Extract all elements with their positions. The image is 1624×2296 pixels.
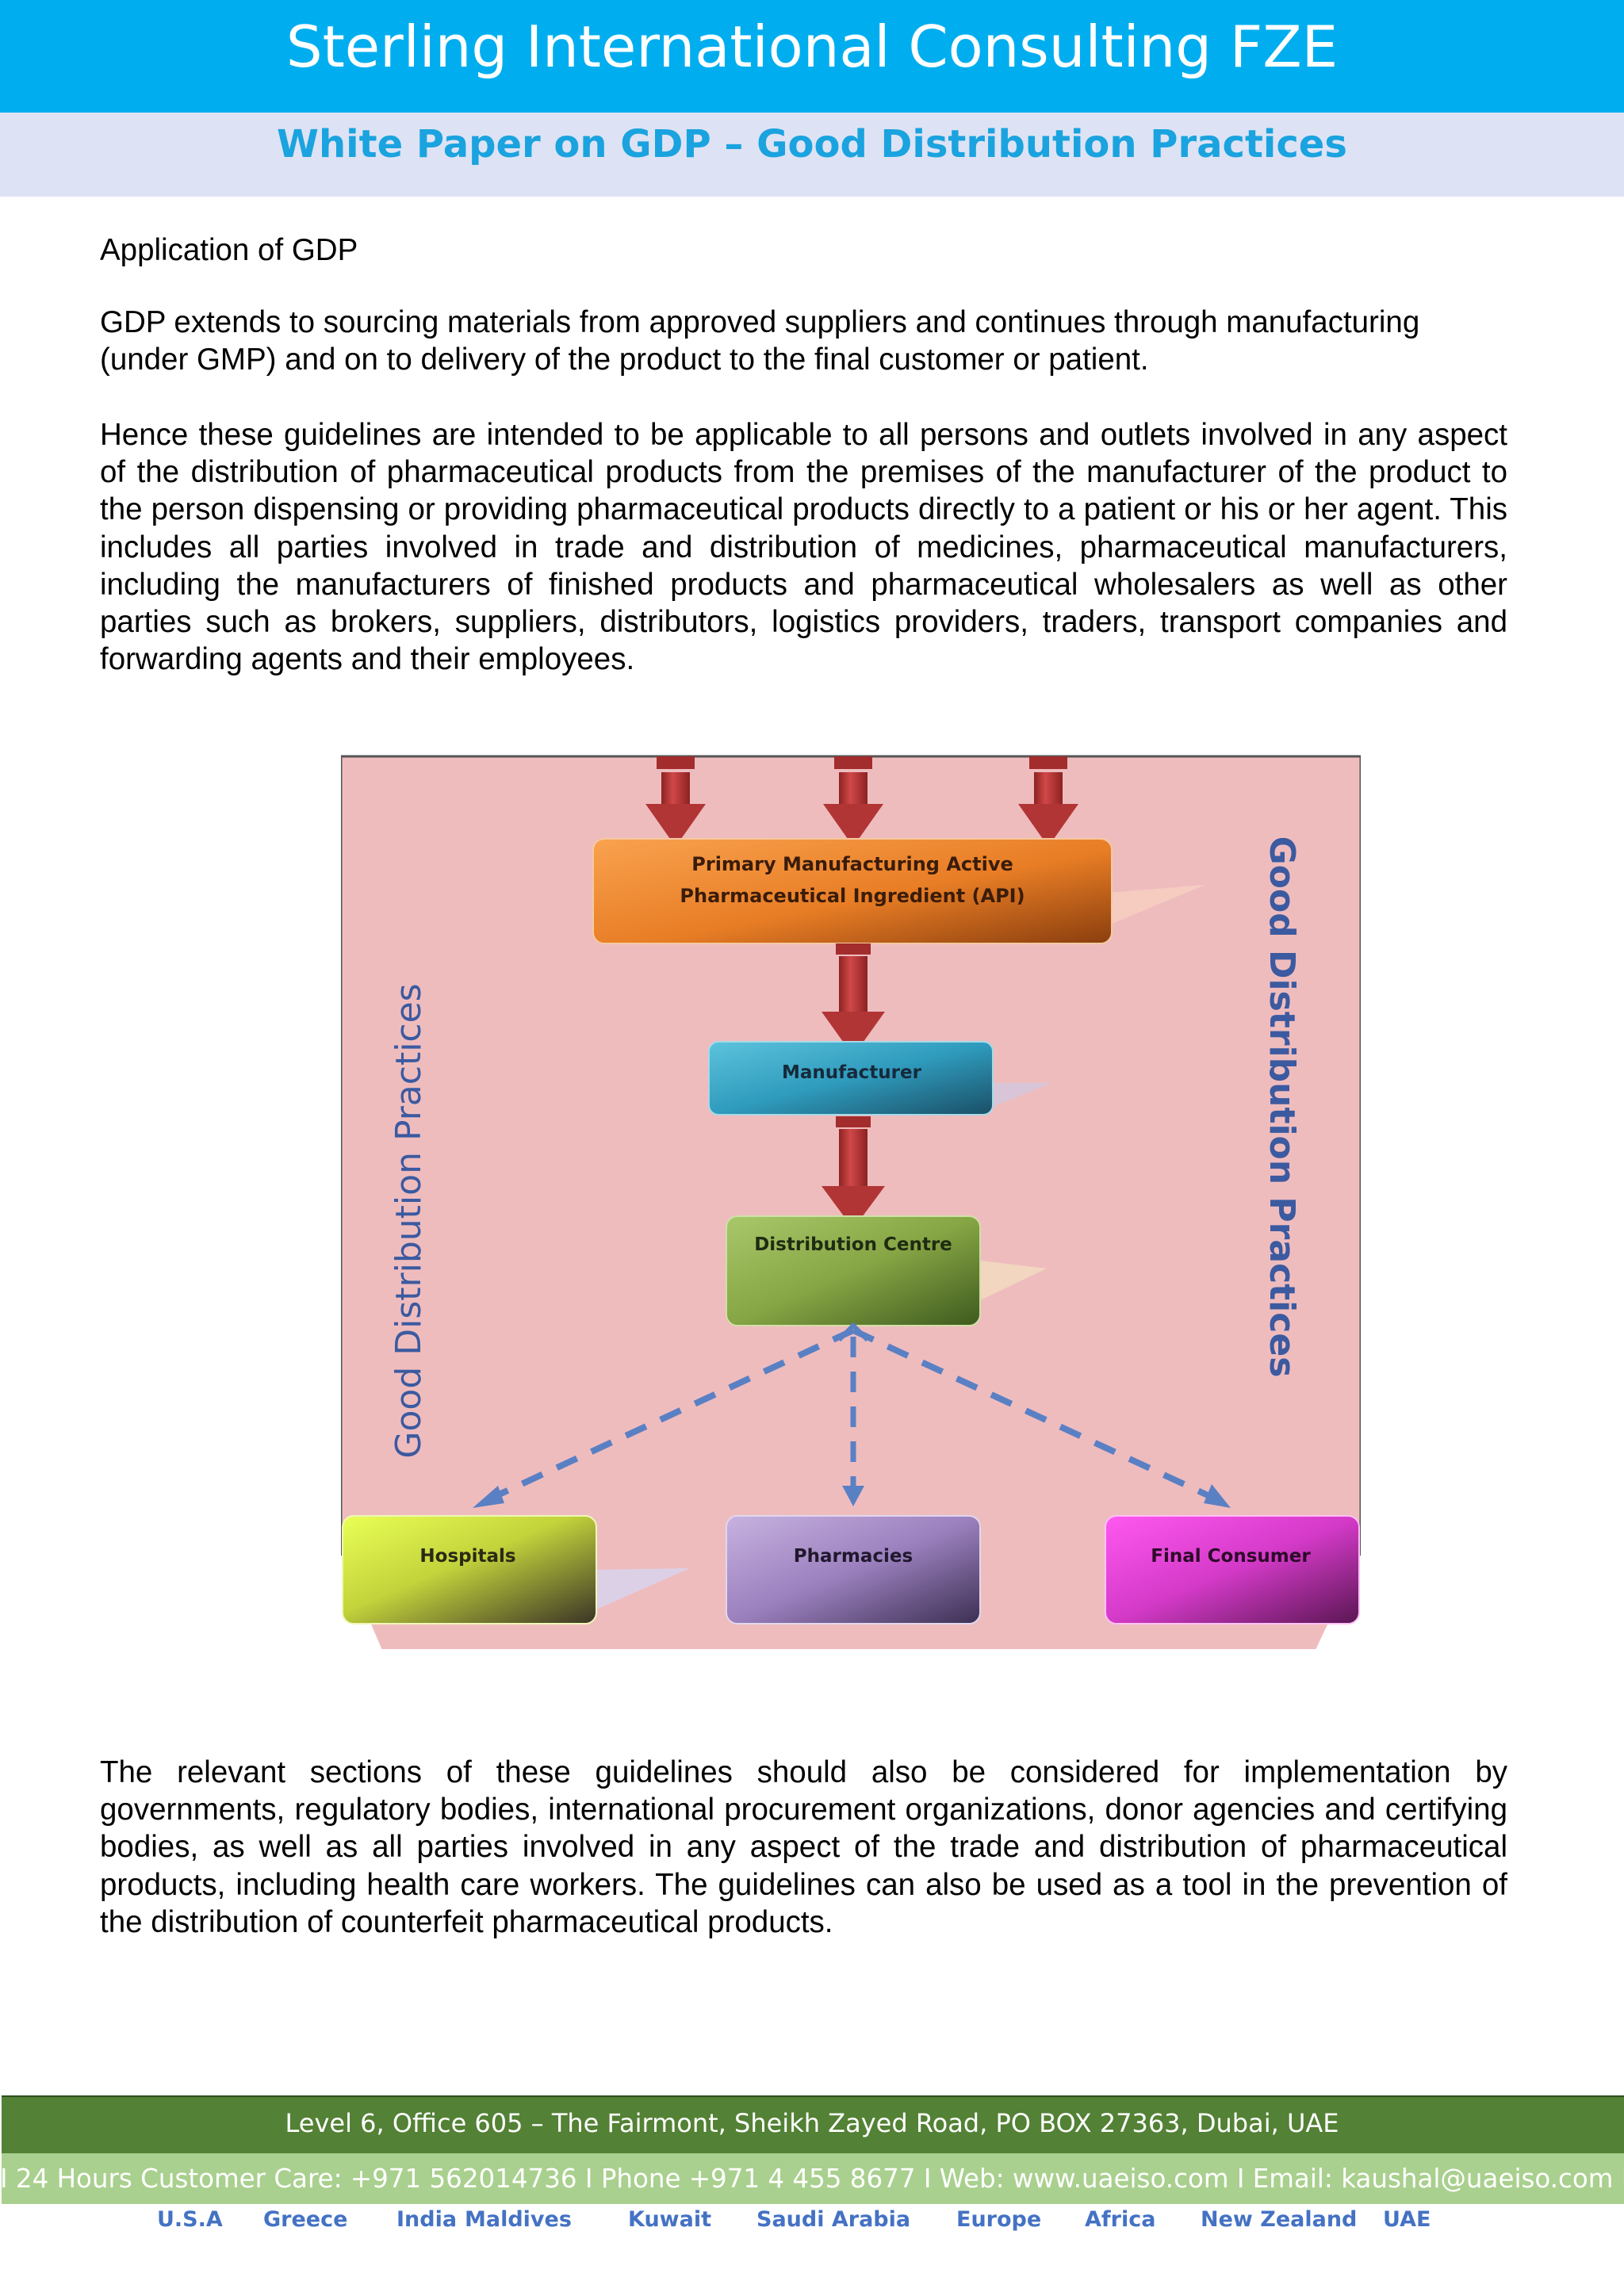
footer-address: Level 6, Office 605 – The Fairmont, Shei… xyxy=(285,2108,1339,2138)
distribution-centre-box xyxy=(726,1215,981,1326)
document-subtitle: White Paper on GDP – Good Distribution P… xyxy=(277,122,1347,166)
final-consumer-label: Final Consumer xyxy=(1151,1546,1311,1567)
footer-contact-bar xyxy=(2,2153,1624,2204)
country-kuwait: Kuwait xyxy=(628,2207,711,2232)
dashed-arrow-pharmacies xyxy=(842,1337,864,1506)
country-uae: UAE xyxy=(1383,2207,1431,2232)
supply-arrow xyxy=(1018,756,1078,847)
api-label-line2: Pharmaceutical Ingredient (API) xyxy=(680,885,1025,907)
manufacturer-label: Manufacturer xyxy=(782,1062,922,1083)
hospitals-box xyxy=(342,1515,597,1624)
final-consumer-box xyxy=(1105,1515,1360,1624)
header-bar xyxy=(0,0,1624,113)
country-africa: Africa xyxy=(1085,2207,1156,2232)
supply-arrow xyxy=(645,756,706,847)
dashed-arrow-hospitals xyxy=(473,1327,855,1508)
subheader-bar xyxy=(0,113,1624,197)
dashed-arrow-final-consumer xyxy=(852,1327,1231,1508)
api-label-line1: Primary Manufacturing Active xyxy=(691,853,1013,875)
gdp-flow-diagram: Primary Manufacturing Active Pharmaceuti… xyxy=(341,755,1361,1649)
flow-arrow xyxy=(822,1116,885,1229)
country-new-zealand: New Zealand xyxy=(1201,2207,1358,2232)
paragraph-applicability: Hence these guidelines are intended to b… xyxy=(100,418,1507,677)
paragraph-gdp-scope: GDP extends to sourcing materials from a… xyxy=(100,305,1420,377)
country-india: India xyxy=(396,2207,458,2232)
paragraph-other-parties: The relevant sections of these guideline… xyxy=(100,1755,1507,1939)
country-europe: Europe xyxy=(956,2207,1042,2232)
country-saudi-arabia: Saudi Arabia xyxy=(756,2207,911,2232)
country-greece: Greece xyxy=(263,2207,348,2232)
distribution-centre-label: Distribution Centre xyxy=(754,1234,952,1255)
footer-address-bar xyxy=(2,2095,1624,2155)
hospitals-label: Hospitals xyxy=(419,1546,515,1567)
side-label-right: Good Distribution Practices xyxy=(1262,836,1302,1378)
country-usa: U.S.A xyxy=(157,2207,223,2232)
company-title: Sterling International Consulting FZE xyxy=(285,13,1339,80)
side-label-left: Good Distribution Practices xyxy=(389,983,429,1458)
pharmacies-box xyxy=(726,1515,981,1624)
supply-arrow xyxy=(823,756,883,847)
pharmacies-label: Pharmacies xyxy=(794,1546,913,1567)
footer-contact: I 24 Hours Customer Care: +971 562014736… xyxy=(0,2164,1624,2194)
country-maldives: Maldives xyxy=(465,2207,572,2232)
manufacturer-box xyxy=(708,1041,994,1115)
flow-arrow xyxy=(822,943,885,1056)
section-heading: Application of GDP xyxy=(100,233,358,267)
